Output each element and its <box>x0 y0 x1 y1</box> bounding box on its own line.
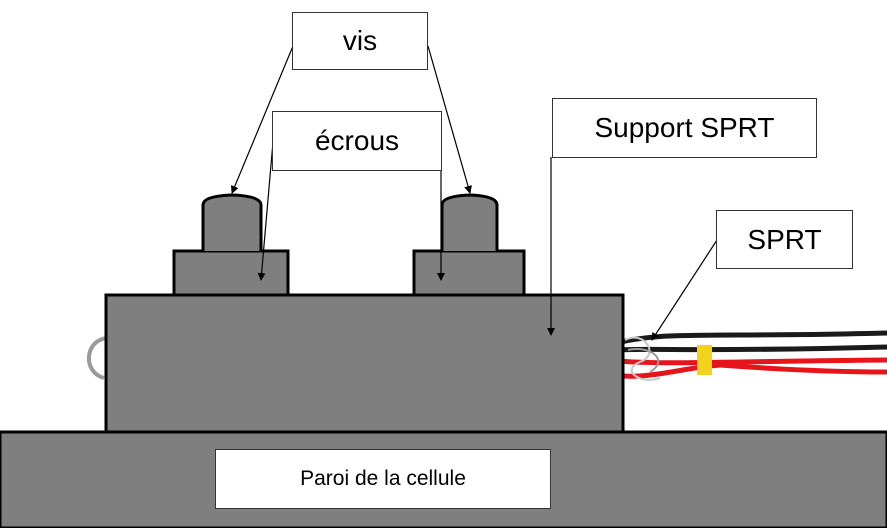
support-sprt-label: Support SPRT <box>552 98 817 158</box>
sprt-wires <box>609 330 887 381</box>
right-screw <box>440 193 499 251</box>
right-nut <box>412 249 526 297</box>
left-nut <box>172 249 290 297</box>
vis-arrow-left <box>230 45 294 194</box>
yellow-sleeve <box>697 345 712 375</box>
support-block <box>104 293 625 434</box>
side-ring <box>86 336 108 380</box>
ecrous-label: écrous <box>272 111 442 171</box>
vis-label: vis <box>292 12 428 70</box>
left-screw <box>201 193 263 251</box>
ecrous-arrow-left <box>257 141 274 281</box>
sprt-arrow <box>651 239 718 341</box>
vis-arrow-right <box>427 45 472 194</box>
sprt-label: SPRT <box>716 210 853 269</box>
cell-wall-label: Paroi de la cellule <box>215 449 551 509</box>
